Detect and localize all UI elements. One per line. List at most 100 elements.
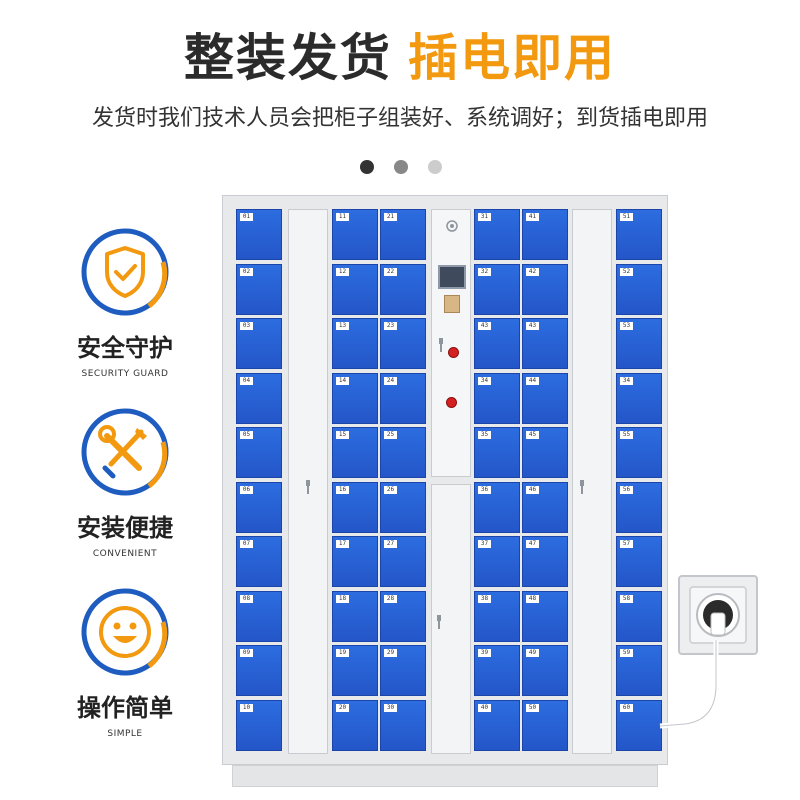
locker-number: 24 [384,376,397,385]
locker-door[interactable]: 22 [380,263,426,315]
locker-number: 44 [526,376,539,385]
locker-door[interactable]: 06 [236,481,282,533]
locker-number: 04 [240,376,253,385]
carousel-dot[interactable] [394,160,408,174]
locker-door[interactable]: 34 [616,372,662,424]
locker-door[interactable]: 17 [332,536,378,587]
carousel-dot[interactable] [428,160,442,174]
locker-door[interactable]: 31 [474,209,520,260]
locker-door[interactable]: 27 [380,536,426,587]
locker-number: 43 [526,322,539,330]
locker-number: 57 [620,540,633,548]
locker-number: 25 [384,431,397,439]
locker-door[interactable]: 05 [236,427,282,478]
locker-door[interactable]: 26 [380,481,426,533]
feature-subtitle: SIMPLE [107,729,143,739]
locker-door[interactable]: 34 [474,372,520,424]
locker-door[interactable]: 32 [474,263,520,315]
locker-door[interactable]: 60 [616,699,662,751]
locker-door[interactable]: 50 [522,699,568,751]
locker-door[interactable]: 55 [616,427,662,478]
locker-door[interactable]: 09 [236,645,282,696]
locker-number: 39 [478,649,491,657]
locker-number: 48 [526,594,539,603]
emergency-button[interactable] [448,347,459,358]
locker-number: 23 [384,322,397,330]
locker-door[interactable]: 21 [380,209,426,260]
locker-number: 10 [240,703,253,712]
locker-door[interactable]: 41 [522,209,568,260]
locker-door[interactable]: 51 [616,209,662,260]
locker-door[interactable]: 08 [236,590,282,642]
tall-door-right[interactable] [572,209,612,754]
locker-number: 01 [240,213,253,221]
lock-icon [580,480,584,494]
locker-door[interactable]: 40 [474,699,520,751]
locker-door[interactable]: 35 [474,427,520,478]
locker-door[interactable]: 03 [236,318,282,369]
locker-number: 42 [526,267,539,276]
locker-number: 53 [620,322,633,330]
locker-door[interactable]: 23 [380,318,426,369]
locker-number: 14 [336,376,349,385]
locker-number: 37 [478,540,491,548]
locker-door[interactable]: 02 [236,263,282,315]
locker-door[interactable]: 13 [332,318,378,369]
locker-door[interactable]: 28 [380,590,426,642]
locker-number: 02 [240,267,253,276]
tall-door-left[interactable] [288,209,328,754]
locker-door[interactable]: 19 [332,645,378,696]
locker-door[interactable]: 16 [332,481,378,533]
locker-door[interactable]: 37 [474,536,520,587]
locker-number: 29 [384,649,397,657]
locker-door[interactable]: 43 [522,318,568,369]
locker-door[interactable]: 29 [380,645,426,696]
locker-door[interactable]: 46 [522,481,568,533]
locker-door[interactable]: 57 [616,536,662,587]
locker-door[interactable]: 56 [616,481,662,533]
locker-number: 43 [478,322,491,330]
locker-door[interactable]: 18 [332,590,378,642]
locker-door[interactable]: 53 [616,318,662,369]
locker-door[interactable]: 48 [522,590,568,642]
locker-number: 58 [620,594,633,603]
locker-door[interactable]: 39 [474,645,520,696]
locker-door[interactable]: 11 [332,209,378,260]
locker-door[interactable]: 20 [332,699,378,751]
locker-door[interactable]: 47 [522,536,568,587]
power-socket-icon [689,586,747,644]
locker-number: 30 [384,703,397,712]
feature-title: 安全守护 [77,334,173,362]
locker-door[interactable]: 24 [380,372,426,424]
locker-door[interactable]: 10 [236,699,282,751]
locker-door[interactable]: 01 [236,209,282,260]
locker-number: 34 [478,376,491,385]
locker-door[interactable]: 45 [522,427,568,478]
emergency-button[interactable] [446,397,457,408]
locker-door[interactable]: 52 [616,263,662,315]
locker-door[interactable]: 49 [522,645,568,696]
carousel-dot-active[interactable] [360,160,374,174]
locker-door[interactable]: 14 [332,372,378,424]
smiley-face-icon [79,586,171,678]
locker-number: 35 [478,431,491,439]
locker-door[interactable]: 15 [332,427,378,478]
locker-door[interactable]: 58 [616,590,662,642]
locker-door[interactable]: 30 [380,699,426,751]
locker-door[interactable]: 25 [380,427,426,478]
locker-number: 21 [384,213,397,221]
locker-door[interactable]: 04 [236,372,282,424]
locker-number: 27 [384,540,397,548]
locker-number: 11 [336,213,349,221]
locker-door[interactable]: 59 [616,645,662,696]
locker-door[interactable]: 07 [236,536,282,587]
tall-door-center[interactable] [431,484,471,754]
locker-number: 52 [620,267,633,276]
locker-door[interactable]: 43 [474,318,520,369]
keypad[interactable] [444,295,460,313]
locker-door[interactable]: 36 [474,481,520,533]
locker-door[interactable]: 12 [332,263,378,315]
locker-door[interactable]: 38 [474,590,520,642]
locker-door[interactable]: 42 [522,263,568,315]
locker-door[interactable]: 44 [522,372,568,424]
